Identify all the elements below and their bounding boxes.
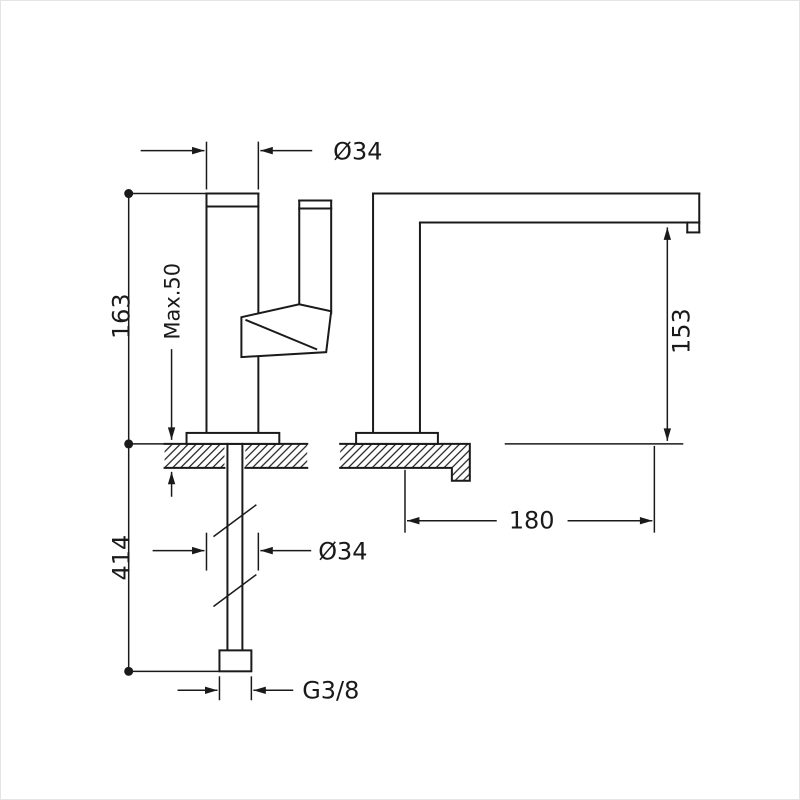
dimension-dot (124, 189, 134, 199)
dim-spout-reach: 180 (404, 445, 656, 535)
dim-label-thread: G3/8 (302, 676, 359, 704)
dim-under-length: 414 (108, 443, 220, 676)
side-base-flange (355, 431, 439, 445)
thread-connector (218, 649, 253, 673)
deck-hatch-right (245, 443, 308, 468)
dim-thread: G3/8 (177, 676, 359, 704)
pipe-break-mark-lower (213, 573, 257, 608)
dim-height-above-deck: 163 (108, 189, 207, 449)
dim-body-diameter: Ø34 (152, 532, 368, 571)
dimension-dot (124, 666, 134, 676)
handle-joint (240, 303, 333, 359)
dim-label-height-above-deck: 163 (108, 293, 136, 339)
deck-outline-side (339, 442, 471, 482)
dim-label-spout-reach: 180 (509, 507, 555, 535)
dim-label-max-deck-thickness: Max.50 (161, 263, 185, 340)
base-flange (185, 431, 281, 445)
handle-joint-crease (245, 318, 318, 351)
dim-max-deck-thickness: Max.50 (161, 263, 185, 497)
pipe-break-mark-upper (213, 504, 257, 538)
front-view (163, 192, 333, 673)
dim-label-top-diameter: Ø34 (333, 138, 382, 166)
deck-hatch-left (164, 443, 225, 468)
side-view (339, 192, 701, 482)
dim-label-body-diameter: Ø34 (318, 538, 367, 566)
dim-label-under-length: 414 (108, 535, 136, 581)
dim-top-diameter: Ø34 (140, 138, 382, 190)
dim-label-spout-height: 153 (667, 308, 695, 354)
deck-hatch-side (340, 443, 470, 481)
dim-spout-height: 153 (504, 227, 695, 445)
